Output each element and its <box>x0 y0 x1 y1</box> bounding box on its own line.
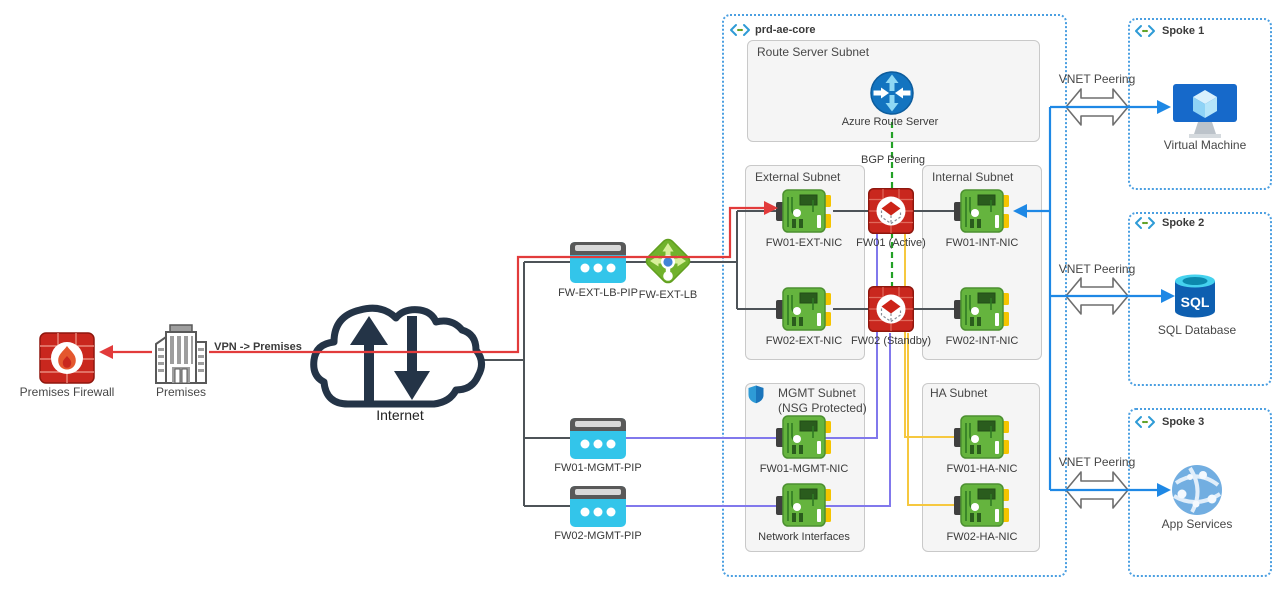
premises-firewall-label: Premises Firewall <box>19 385 115 399</box>
fw01-ext-nic-icon <box>776 189 832 233</box>
sql-database-label: SQL Database <box>1157 323 1237 337</box>
fw01-int-nic-icon <box>954 189 1010 233</box>
virtual-machine-icon <box>1173 84 1237 138</box>
app-services-icon <box>1172 465 1222 515</box>
internet-cloud-icon <box>310 304 485 408</box>
vnet-badge-icon <box>730 24 750 36</box>
fw01-ha-nic-icon <box>954 415 1010 459</box>
fw01-mgmt-nic-icon <box>776 415 832 459</box>
spoke1-name-label: Spoke 1 <box>1162 25 1205 37</box>
spoke3-box <box>1128 408 1272 577</box>
fw02-ha-nic-icon <box>954 483 1010 527</box>
spoke2-vnet-badge-icon <box>1135 217 1155 229</box>
fw02-appliance-label: FW02 (Standby) <box>850 335 932 347</box>
fw01-appliance-label: FW01 (Active) <box>856 237 926 249</box>
fw01-mgmt-pip-label: FW01-MGMT-PIP <box>554 462 642 474</box>
spoke1-vnet-badge-icon <box>1135 25 1155 37</box>
arrow-to-premises-firewall <box>99 345 113 359</box>
premises-label: Premises <box>155 385 207 399</box>
fw02-int-nic-label: FW02-INT-NIC <box>945 335 1019 347</box>
nsg-shield-icon <box>748 385 764 404</box>
vnet-peering-label-1: VNET Peering <box>1058 72 1136 86</box>
load-balancer-icon <box>645 238 691 284</box>
network-interfaces-label: Network Interfaces <box>758 531 850 543</box>
route-server-subnet-title: Route Server Subnet <box>757 45 870 59</box>
spoke2-name-label: Spoke 2 <box>1162 217 1205 229</box>
spoke1-box <box>1128 18 1272 190</box>
fw02-appliance-icon <box>868 286 914 332</box>
virtual-machine-label: Virtual Machine <box>1163 138 1247 152</box>
fw01-mgmt-pip-icon <box>570 418 626 459</box>
vpn-link-label: VPN -> Premises <box>214 341 302 353</box>
fw01-int-nic-label: FW01-INT-NIC <box>945 237 1019 249</box>
fw01-ext-nic-label: FW01-EXT-NIC <box>765 237 843 249</box>
azure-route-server-label: Azure Route Server <box>841 116 939 128</box>
fw01-appliance-icon <box>868 188 914 234</box>
fw02-mgmt-pip-label: FW02-MGMT-PIP <box>554 530 642 542</box>
fw-ext-lb-pip-label: FW-EXT-LB-PIP <box>558 287 638 299</box>
spoke3-vnet-badge-icon <box>1135 416 1155 428</box>
spoke3-name-label: Spoke 3 <box>1162 416 1205 428</box>
route-server-subnet-box <box>747 40 1040 142</box>
fw02-int-nic-icon <box>954 287 1010 331</box>
fw02-ext-nic-icon <box>776 287 832 331</box>
external-subnet-title: External Subnet <box>755 170 841 184</box>
app-services-label: App Services <box>1161 517 1233 531</box>
vnet-peering-label-2: VNET Peering <box>1058 262 1136 276</box>
vnet-peering-arrow-icons <box>1065 88 1129 509</box>
ha-subnet-title: HA Subnet <box>930 386 988 400</box>
fw02-ext-nic-label: FW02-EXT-NIC <box>765 335 843 347</box>
vnet-peering-label-3: VNET Peering <box>1058 455 1136 469</box>
sql-database-icon: SQL <box>1175 274 1215 318</box>
mgmt-subnet-subtitle: (NSG Protected) <box>778 401 867 415</box>
fw02-ha-nic-label: FW02-HA-NIC <box>946 531 1018 543</box>
premises-building-icon <box>155 324 207 384</box>
fw02-mgmt-pip-icon <box>570 486 626 527</box>
azure-route-server-icon <box>870 71 914 115</box>
fw-ext-lb-label: FW-EXT-LB <box>638 289 698 301</box>
premises-firewall-icon <box>39 332 95 384</box>
internet-label: Internet <box>376 407 424 423</box>
fw01-mgmt-nic-label: FW01-MGMT-NIC <box>759 463 849 475</box>
vnet-name-label: prd-ae-core <box>755 24 816 36</box>
fw-ext-lb-pip-icon <box>570 242 626 283</box>
network-interfaces-icon <box>776 483 832 527</box>
bgp-peering-label: BGP Peering <box>860 154 926 166</box>
mgmt-subnet-title: MGMT Subnet <box>778 386 856 400</box>
internal-subnet-title: Internal Subnet <box>932 170 1014 184</box>
sql-icon-text: SQL <box>1181 294 1210 310</box>
fw01-ha-nic-label: FW01-HA-NIC <box>946 463 1018 475</box>
